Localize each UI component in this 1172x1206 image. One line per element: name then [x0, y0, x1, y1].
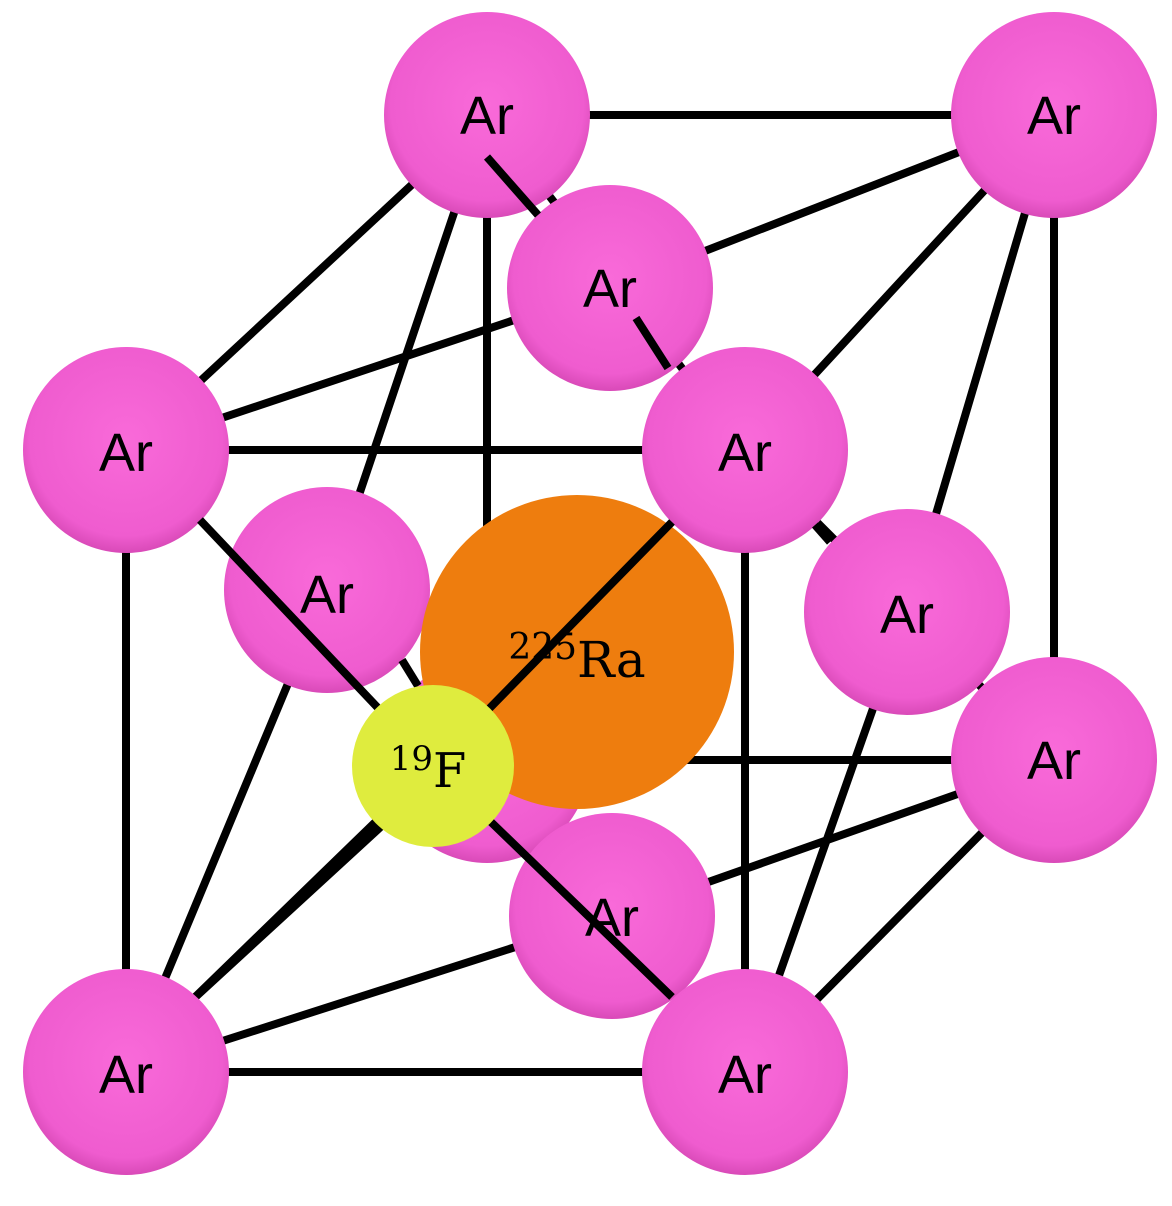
argon-atom-front-top-right: Ar	[642, 347, 848, 553]
bond-face-right-to-front-top-right	[812, 522, 833, 545]
bond-back-top-left-to-face-top-over	[483, 154, 542, 218]
argon-label: Ar	[583, 259, 637, 319]
fluorine-mass-number: 19	[390, 739, 433, 779]
argon-label: Ar	[1027, 86, 1081, 146]
argon-atom-face-top: Ar	[507, 185, 713, 391]
argon-label: Ar	[460, 86, 514, 146]
argon-label: Ar	[99, 1045, 153, 1105]
argon-atom-front-top-left: Ar	[23, 347, 229, 553]
argon-label: Ar	[718, 1045, 772, 1105]
fluorine-atom: 19F	[352, 685, 514, 847]
argon-label: Ar	[1027, 731, 1081, 791]
argon-atom-back-top-right: Ar	[951, 12, 1157, 218]
argon-label: Ar	[300, 565, 354, 625]
fluorine-symbol: F	[433, 743, 466, 799]
fluorine-label: 19F	[390, 739, 467, 799]
argon-atom-face-left: Ar	[224, 487, 430, 693]
argon-label: Ar	[718, 423, 772, 483]
argon-label: Ar	[880, 585, 934, 645]
argon-atom-front-bottom-left: Ar	[23, 969, 229, 1175]
argon-label: Ar	[99, 423, 153, 483]
argon-atom-back-bottom-right: Ar	[951, 657, 1157, 863]
argon-atom-face-right: Ar	[804, 509, 1010, 715]
radium-symbol: Ra	[577, 631, 646, 689]
argon-atom-face-bottom: Ar	[509, 813, 715, 1019]
argon-atom-back-top-left: Ar	[384, 12, 590, 218]
argon-atom-front-bottom-right: Ar	[642, 969, 848, 1175]
bond-face-top-to-front-right-over	[632, 315, 672, 371]
bond-face-left-to-fluorine-stub	[398, 657, 422, 689]
